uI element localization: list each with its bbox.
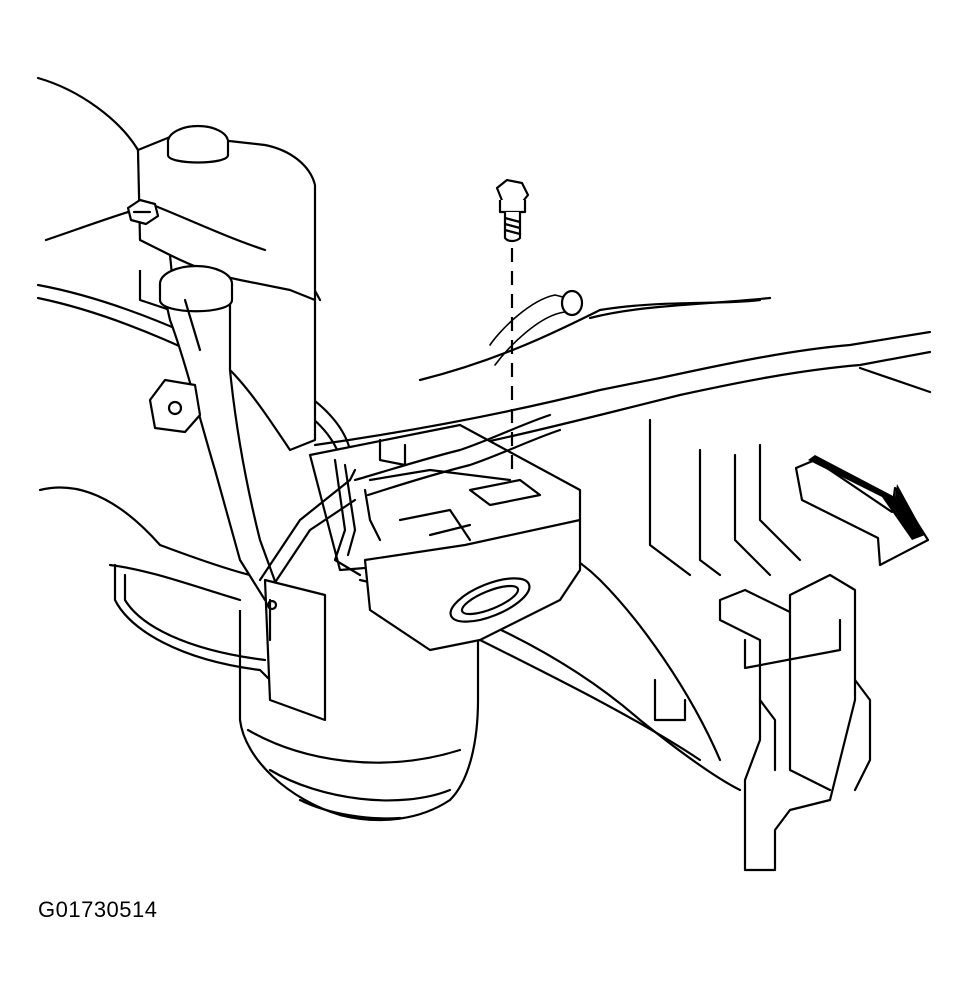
arrow-icon (794, 455, 930, 567)
figure-id-label: G01730514 (38, 897, 158, 922)
washer-fluid-filler-neck (158, 264, 282, 602)
hose-routing (113, 289, 584, 682)
side-bracket (718, 573, 872, 872)
mounting-bolt (495, 178, 530, 470)
lower-left-bracket (263, 578, 327, 722)
reservoir-nut (126, 198, 160, 226)
mounting-tab (148, 378, 202, 434)
